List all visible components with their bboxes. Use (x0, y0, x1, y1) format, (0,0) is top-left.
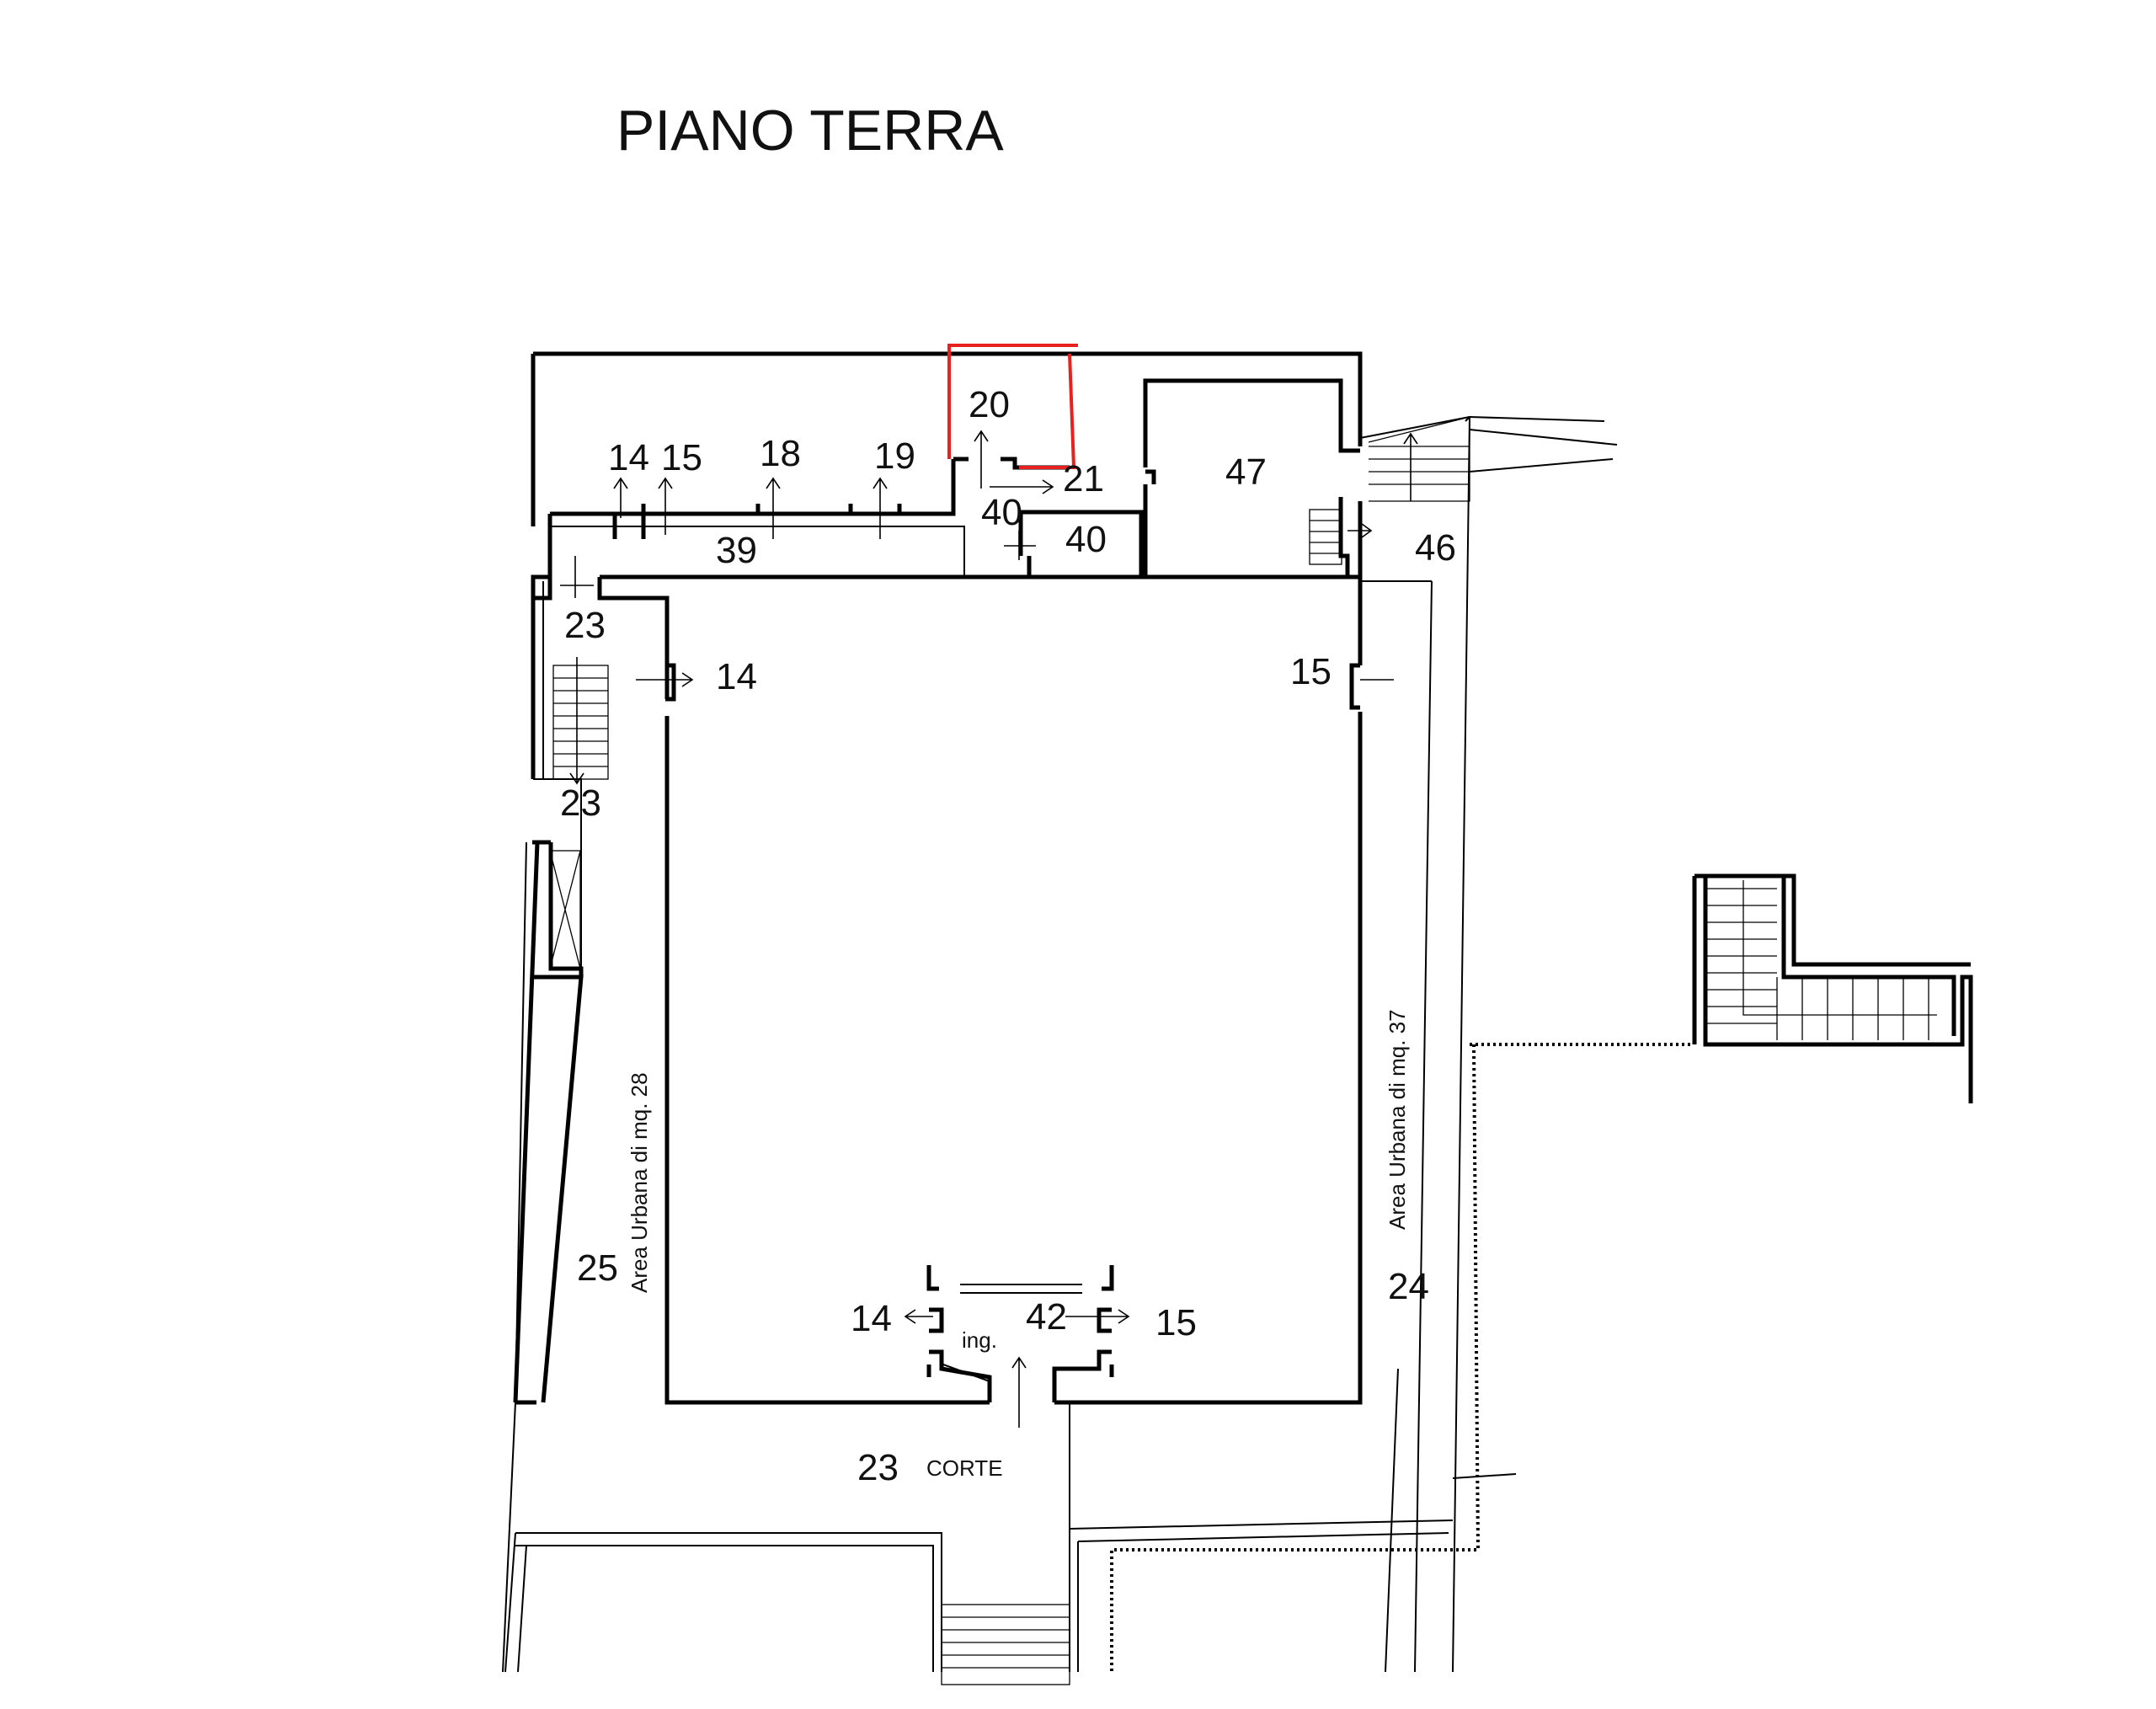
label-room-14-south: 14 (851, 1298, 892, 1339)
label-room-15-south: 15 (1155, 1302, 1197, 1343)
stairs-south (941, 1604, 1070, 1685)
label-corte: CORTE (926, 1455, 1003, 1481)
label-room-39: 39 (716, 530, 757, 571)
label-room-47: 47 (1225, 451, 1267, 493)
label-room-18: 18 (760, 433, 801, 474)
label-area-urbana-right: Area Urbana di mq. 37 (1385, 1009, 1410, 1230)
label-room-23-top: 23 (564, 605, 606, 646)
site-lines (502, 415, 1693, 1673)
label-room-20: 20 (969, 384, 1010, 425)
label-room-14-north: 14 (608, 437, 649, 478)
label-room-46: 46 (1415, 527, 1456, 569)
stairs-east (1309, 416, 1618, 565)
label-room-42: 42 (1026, 1296, 1067, 1338)
label-room-15-north: 15 (661, 437, 702, 478)
plan-title: PIANO TERRA (616, 99, 1004, 163)
label-room-23-court: 23 (857, 1447, 899, 1488)
label-room-21: 21 (1063, 458, 1104, 499)
entrance-vestibule (926, 1265, 1114, 1402)
label-area-urbana-left: Area Urbana di mq. 28 (627, 1072, 652, 1293)
external-stair-block (1692, 873, 1973, 1103)
label-room-19: 19 (874, 435, 915, 477)
label-room-24: 24 (1388, 1266, 1429, 1307)
label-room-25: 25 (577, 1247, 618, 1289)
label-entrance: ing. (962, 1327, 997, 1353)
label-room-14-west: 14 (716, 656, 757, 697)
direction-arrows (560, 430, 1418, 1428)
label-room-23-stair: 23 (560, 782, 601, 824)
stairs-west (549, 665, 609, 969)
label-room-40-b: 40 (1065, 519, 1107, 560)
label-room-40-a: 40 (981, 492, 1022, 533)
label-room-15-east: 15 (1290, 651, 1331, 692)
highlight-room-20 (947, 344, 1078, 469)
